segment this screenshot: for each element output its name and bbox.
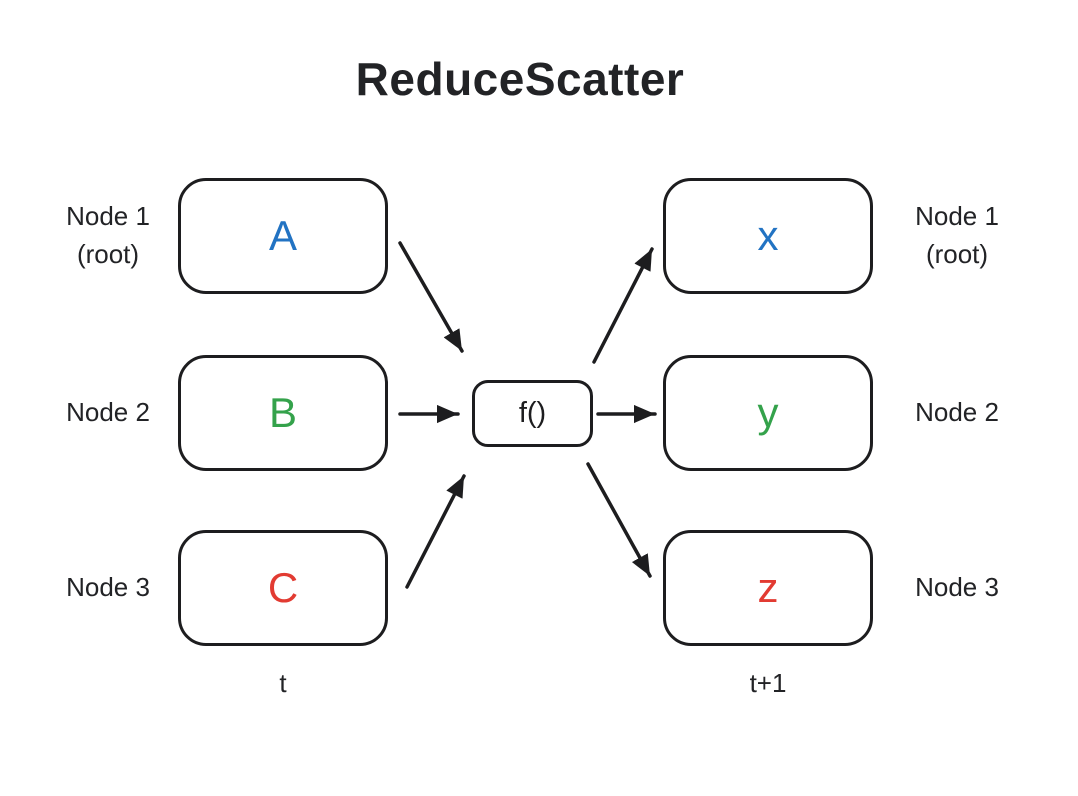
node-sublabel-text: (root) xyxy=(925,239,989,269)
node-label-text: Node 2 xyxy=(915,397,999,428)
arrow-c-to-f xyxy=(405,474,466,589)
node-box-x: x xyxy=(663,178,873,294)
node-box-y: y xyxy=(663,355,873,471)
node-label-text: Node 1 xyxy=(915,201,999,232)
chunk-letter: B xyxy=(268,389,297,436)
node-label-text: Node 2 xyxy=(66,397,150,428)
chunk-letter: C xyxy=(267,564,299,611)
arrow-f-to-z xyxy=(586,462,652,578)
node-label-text: Node 3 xyxy=(915,572,999,603)
right-node-2-label: Node 2 xyxy=(882,355,1032,471)
node-label-text: Node 1 xyxy=(66,201,150,232)
node-box-b: B xyxy=(178,355,388,471)
time-label-t: t xyxy=(279,668,287,698)
chunk-letter: z xyxy=(757,564,779,611)
left-node-1-label: Node 1 (root) xyxy=(33,178,183,294)
right-node-3-label: Node 3 xyxy=(882,530,1032,646)
node-sublabel-text: (root) xyxy=(76,239,140,269)
left-node-3-label: Node 3 xyxy=(33,530,183,646)
arrow-a-to-f xyxy=(398,241,464,353)
time-label-t-plus-1: t+1 xyxy=(749,668,787,698)
right-node-1-label: Node 1 (root) xyxy=(882,178,1032,294)
left-node-2-label: Node 2 xyxy=(33,355,183,471)
chunk-letter: A xyxy=(268,212,297,259)
chunk-letter: x xyxy=(757,212,779,259)
reduce-function-box: f() xyxy=(472,380,593,447)
arrow-f-to-x xyxy=(592,247,654,364)
chunk-letter: y xyxy=(757,389,779,436)
reduce-function-label: f() xyxy=(518,397,547,429)
node-box-z: z xyxy=(663,530,873,646)
node-box-c: C xyxy=(178,530,388,646)
diagram-title: ReduceScatter xyxy=(355,53,685,105)
node-label-text: Node 3 xyxy=(66,572,150,603)
node-box-a: A xyxy=(178,178,388,294)
